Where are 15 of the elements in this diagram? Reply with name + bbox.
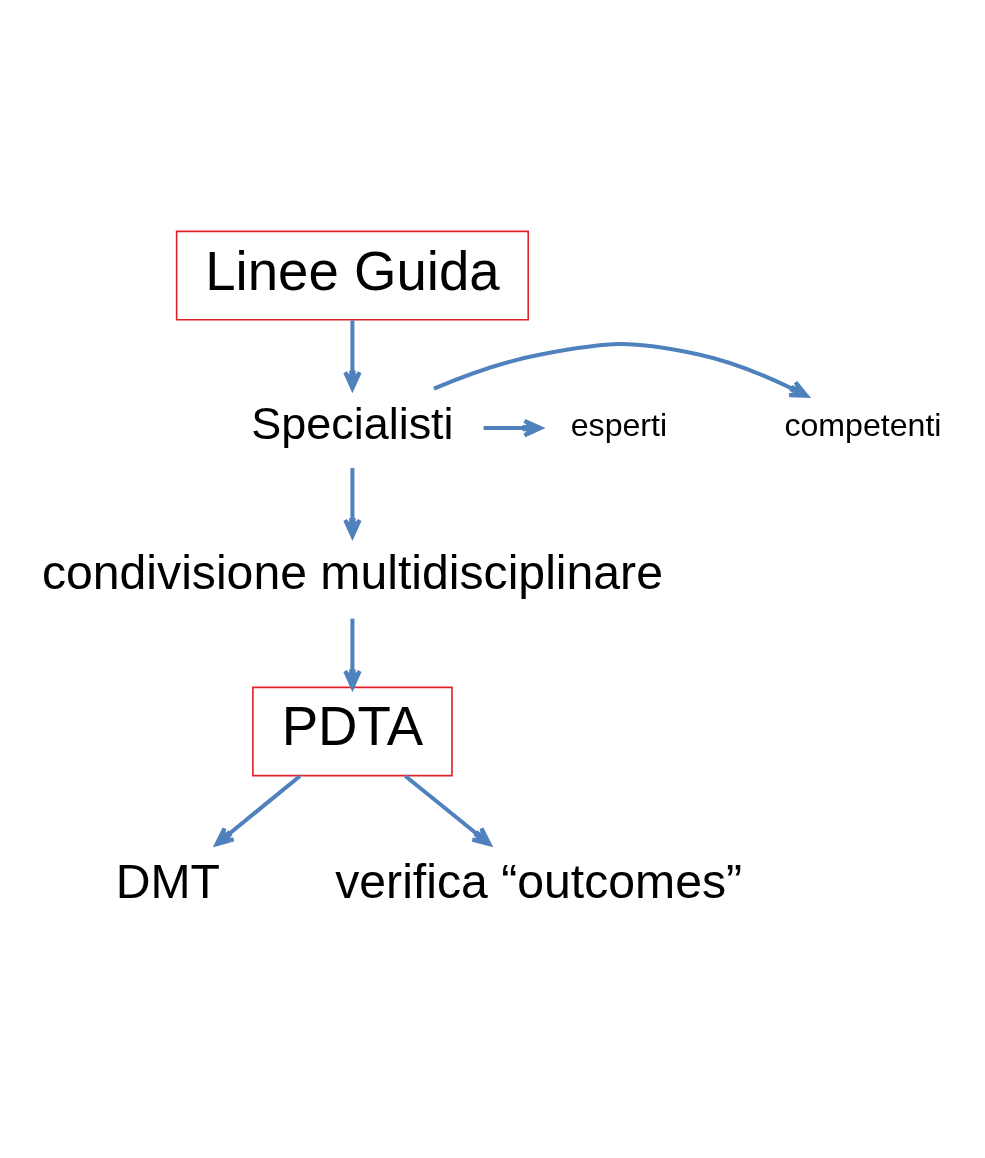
node-text: competenti [784,407,942,444]
arrow [214,774,302,847]
arrow [483,418,543,438]
arrow [343,468,362,539]
node-text: verifica “outcomes” [335,853,743,908]
node-text: Specialisti [251,398,454,450]
arrow [343,618,362,690]
node-text: condivisione multidisciplinare [41,545,663,600]
arrow [433,342,809,398]
node-text: esperti [570,407,668,444]
node-box: Linee Guida [175,230,530,321]
node-text: DMT [115,853,220,908]
arrow [404,774,492,847]
node-box: PDTA [252,686,453,777]
arrow [343,320,362,391]
